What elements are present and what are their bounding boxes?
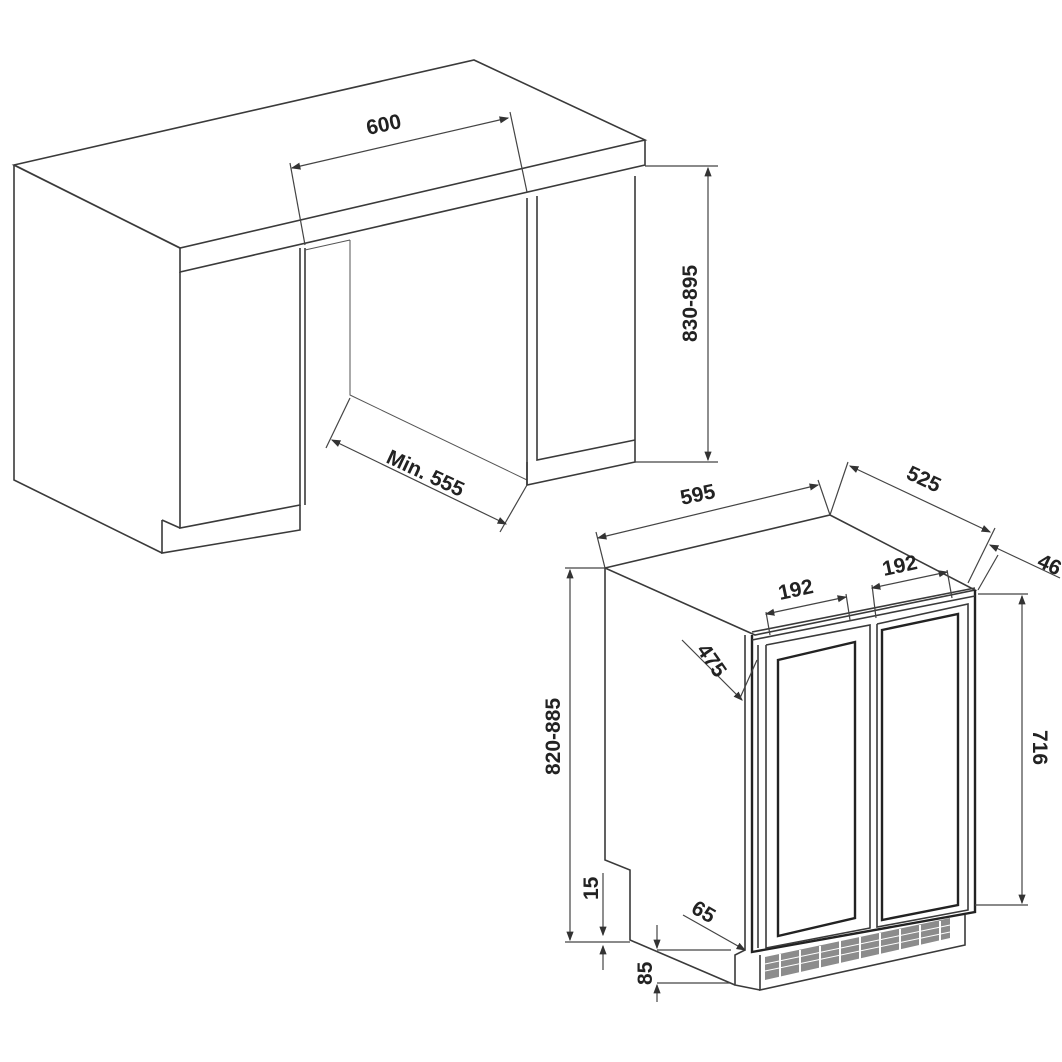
svg-text:Min. 555: Min. 555 — [383, 446, 468, 502]
svg-text:46: 46 — [1034, 550, 1062, 581]
svg-text:192: 192 — [880, 551, 919, 581]
svg-text:600: 600 — [364, 110, 403, 140]
svg-text:595: 595 — [678, 480, 717, 510]
wine-cooler: 595 525 46 192 192 — [542, 462, 1062, 1002]
svg-text:525: 525 — [903, 462, 945, 498]
left-door — [765, 624, 871, 949]
ventilation-grille — [764, 918, 951, 980]
svg-text:716: 716 — [1028, 730, 1051, 765]
dimension-plinth-depth: 65 — [682, 896, 747, 951]
svg-text:15: 15 — [580, 876, 603, 900]
svg-text:192: 192 — [776, 575, 815, 605]
dimension-opening-width: 600 — [289, 110, 528, 246]
dimension-door-offset: 46 — [977, 544, 1062, 591]
kitchen-cabinet: 600 830-895 Min. 555 — [11, 59, 718, 554]
right-cabinet — [526, 176, 636, 486]
svg-text:65: 65 — [688, 896, 720, 928]
left-cabinet — [179, 248, 301, 529]
countertop-top — [11, 59, 648, 249]
cooler-top — [602, 514, 978, 636]
dimension-opening-height: 830-895 — [635, 165, 718, 463]
svg-text:820-885: 820-885 — [542, 698, 565, 775]
cooler-front — [750, 590, 977, 954]
svg-text:830-895: 830-895 — [679, 265, 702, 342]
dimension-plinth-height: 85 — [634, 925, 731, 1002]
cabinet-opening — [349, 240, 528, 481]
dimension-height: 820-885 — [542, 567, 630, 943]
right-door — [876, 603, 969, 928]
svg-text:475: 475 — [692, 640, 731, 682]
svg-text:85: 85 — [634, 961, 657, 985]
dimension-door-height: 716 — [975, 593, 1051, 906]
dimension-kick-offset: 15 — [580, 873, 607, 970]
